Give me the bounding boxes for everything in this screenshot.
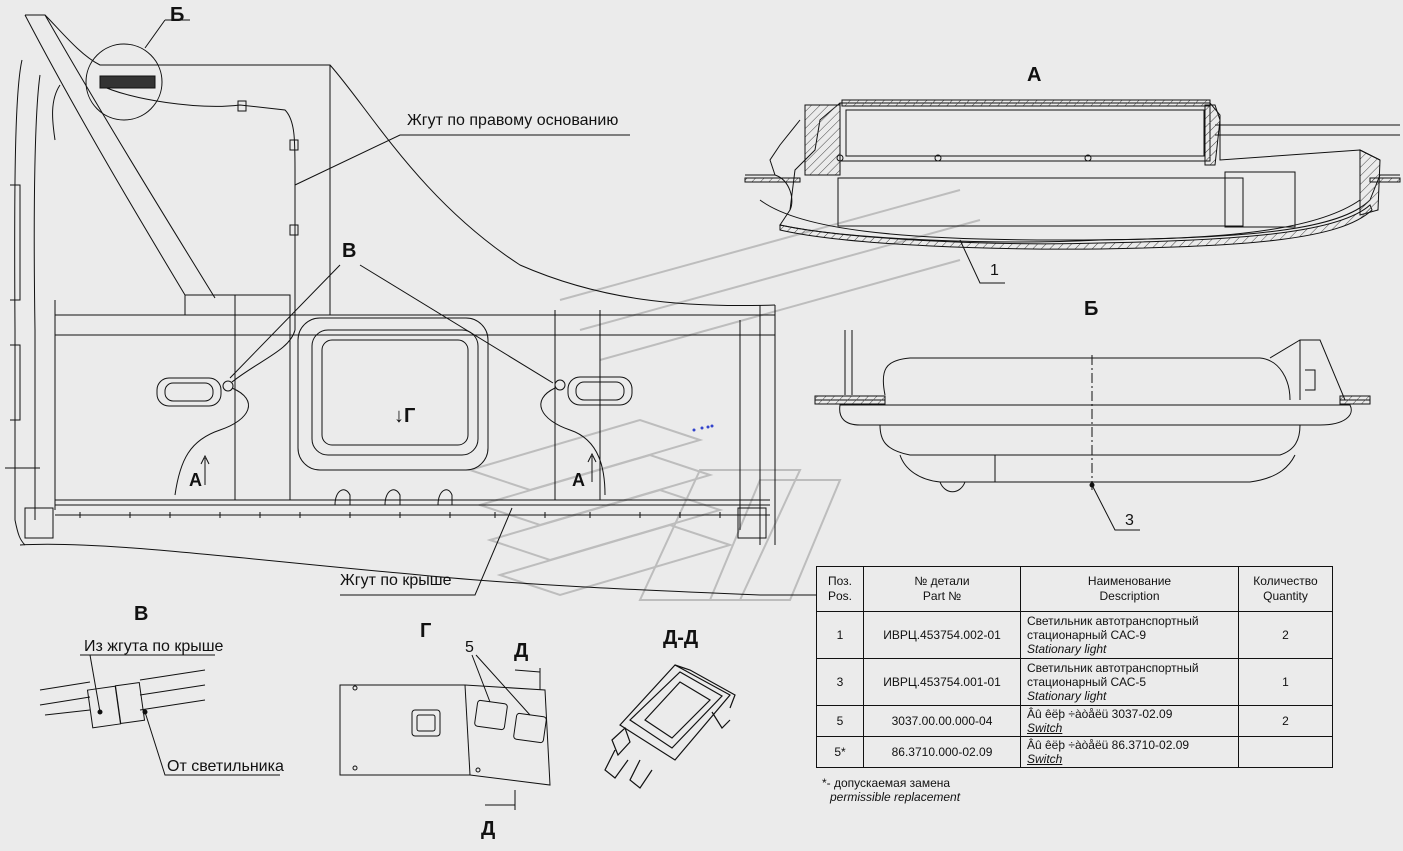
- table-row: 1 ИВРЦ.453754.002-01 Светильник автотран…: [816, 611, 1333, 659]
- note-en: permissible replacement: [830, 790, 961, 804]
- section-marker-a-left: А: [189, 470, 202, 490]
- table-row: 5* 86.3710.000-02.09 Âû êëþ ÷àòåëü 86.37…: [816, 736, 1333, 768]
- row-part: 86.3710.000-02.09: [863, 736, 1021, 768]
- roof-plan-view: [5, 14, 820, 596]
- view-label-dd: Д-Д: [663, 627, 699, 649]
- header-pos: Поз.Pos.: [816, 566, 864, 612]
- view-label-g: Г: [420, 620, 432, 642]
- callout-right-base-harness: Жгут по правому основанию: [407, 112, 619, 129]
- callout-from-roof-harness: Из жгута по крыше: [84, 638, 224, 655]
- table-row: 5 3037.00.00.000-04 Âû êëþ ÷àòåëü 3037-0…: [816, 705, 1333, 737]
- row-pos: 5: [816, 705, 864, 737]
- row-pos: 5*: [816, 736, 864, 768]
- view-label-b: Б: [1084, 298, 1099, 320]
- row-qty: 2: [1238, 611, 1333, 659]
- watermark-logo: [466, 189, 981, 601]
- table-row: 3 ИВРЦ.453754.001-01 Светильник автотран…: [816, 658, 1333, 706]
- row-part: ИВРЦ.453754.002-01: [863, 611, 1021, 659]
- row-part: 3037.00.00.000-04: [863, 705, 1021, 737]
- replacement-note: *- допускаемая замена permissible replac…: [822, 776, 960, 804]
- detail-v-view: [39, 654, 280, 776]
- row-qty: [1238, 736, 1333, 768]
- section-marker-a-right: А: [572, 470, 585, 490]
- view-label-a: А: [1027, 64, 1042, 86]
- marker-dots: [692, 424, 714, 432]
- section-a-view: [744, 99, 1401, 284]
- note-ru: *- допускаемая замена: [822, 776, 951, 790]
- position-3: 3: [1125, 512, 1134, 529]
- row-pos: 1: [816, 611, 864, 659]
- row-part: ИВРЦ.453754.001-01: [863, 658, 1021, 706]
- detail-g-view: [339, 654, 551, 810]
- row-pos: 3: [816, 658, 864, 706]
- view-label-b-main: Б: [170, 4, 185, 26]
- view-label-d-bottom: Д: [481, 818, 496, 840]
- view-label-v: В: [134, 603, 149, 625]
- position-5: 5: [465, 639, 474, 656]
- view-label-d-top: Д: [514, 640, 529, 662]
- section-dd-view: [604, 664, 736, 789]
- callout-roof-harness: Жгут по крыше: [340, 572, 452, 589]
- row-qty: 1: [1238, 658, 1333, 706]
- callout-from-light: От светильника: [167, 758, 284, 775]
- row-qty: 2: [1238, 705, 1333, 737]
- section-marker-g: ↓Г: [394, 405, 416, 427]
- detail-b-view: [814, 330, 1371, 531]
- view-label-v-main: В: [342, 240, 357, 262]
- position-1: 1: [990, 262, 999, 279]
